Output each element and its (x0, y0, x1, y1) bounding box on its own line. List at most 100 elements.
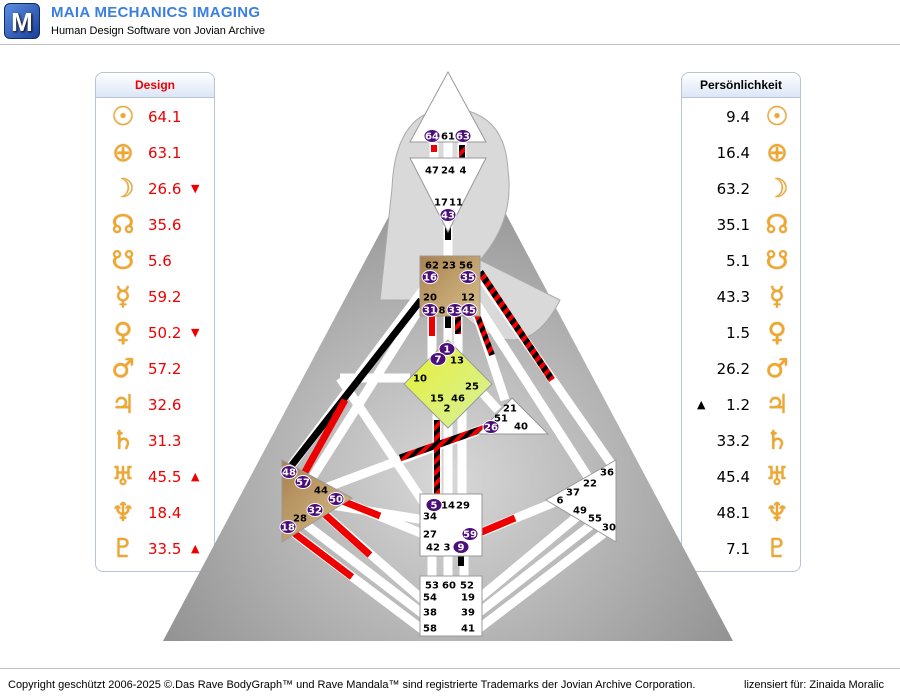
gate-45[interactable]: 45 (462, 306, 476, 317)
gate-37[interactable]: 37 (566, 488, 580, 499)
planet-row: ☋5.1 (682, 243, 800, 279)
venus-icon: ♀ (767, 318, 787, 348)
gate-35[interactable]: 35 (461, 273, 475, 284)
active-gate-marker (460, 303, 478, 317)
gate-21[interactable]: 21 (503, 404, 517, 415)
gate-55[interactable]: 55 (588, 514, 602, 525)
gate-57[interactable]: 57 (296, 478, 310, 489)
gate-62[interactable]: 62 (425, 261, 439, 272)
gate-17[interactable]: 17 (434, 198, 448, 209)
gate-14[interactable]: 14 (441, 501, 455, 512)
gate-48[interactable]: 48 (282, 468, 296, 479)
gate-63[interactable]: 63 (456, 132, 470, 143)
planet-row: ♃32.6 (96, 387, 214, 423)
gate-20[interactable]: 20 (423, 293, 437, 304)
earth-icon: ⊕ (112, 138, 134, 168)
gate-16[interactable]: 16 (423, 273, 437, 284)
gate-12[interactable]: 12 (461, 293, 475, 304)
active-gate-marker (294, 475, 312, 489)
gate-54[interactable]: 54 (423, 593, 437, 604)
exalted-arrow-icon: ▲ (191, 542, 200, 555)
north-node-icon: ☊ (111, 210, 135, 240)
planet-row: ☊35.6 (96, 207, 214, 243)
gate-56[interactable]: 56 (459, 261, 473, 272)
gate-52[interactable]: 52 (460, 581, 474, 592)
gate-line-value: 45.4 (716, 468, 750, 486)
planet-row: ♄33.2 (682, 423, 800, 459)
gate-44[interactable]: 44 (314, 486, 328, 497)
gate-19[interactable]: 19 (461, 593, 475, 604)
gate-line-value: 26.6 (148, 180, 182, 198)
gate-line-value: 33.5 (148, 540, 182, 558)
planet-row: ☿59.2 (96, 279, 214, 315)
gate-32[interactable]: 32 (308, 506, 322, 517)
gate-9[interactable]: 9 (458, 543, 465, 554)
planet-row: ☊35.1 (682, 207, 800, 243)
gate-60[interactable]: 60 (442, 581, 456, 592)
gate-15[interactable]: 15 (430, 394, 444, 405)
gate-43[interactable]: 43 (441, 211, 455, 222)
gate-5[interactable]: 5 (431, 501, 438, 512)
gate-58[interactable]: 58 (423, 624, 437, 635)
gate-8[interactable]: 8 (439, 306, 446, 317)
gate-33[interactable]: 33 (448, 306, 462, 317)
planet-row: ♇7.1 (682, 531, 800, 567)
gate-47[interactable]: 47 (425, 166, 439, 177)
active-gate-marker (454, 129, 472, 143)
gate-41[interactable]: 41 (461, 624, 475, 635)
mars-icon: ♂ (111, 354, 135, 384)
gate-28[interactable]: 28 (293, 514, 307, 525)
gate-36[interactable]: 36 (600, 468, 614, 479)
gate-line-value: 5.1 (726, 252, 750, 270)
gate-1[interactable]: 1 (444, 345, 451, 356)
gate-53[interactable]: 53 (425, 581, 439, 592)
moon-icon: ☽ (111, 174, 135, 204)
planet-row: ♂26.2 (682, 351, 800, 387)
gate-27[interactable]: 27 (423, 530, 437, 541)
license-text: lizensiert für: Zinaida Moralic (744, 679, 884, 691)
gate-40[interactable]: 40 (514, 422, 528, 433)
gate-7[interactable]: 7 (435, 355, 442, 366)
gate-line-value: 45.5 (148, 468, 182, 486)
gate-49[interactable]: 49 (573, 506, 587, 517)
gate-10[interactable]: 10 (413, 374, 427, 385)
gate-64[interactable]: 64 (425, 132, 439, 143)
planet-row: ☿43.3 (682, 279, 800, 315)
gate-25[interactable]: 25 (465, 382, 479, 393)
gate-50[interactable]: 50 (329, 495, 343, 506)
gate-4[interactable]: 4 (460, 166, 467, 177)
active-gate-marker (482, 420, 500, 434)
gate-23[interactable]: 23 (442, 261, 456, 272)
personality-panel: Persönlichkeit ☉9.4⊕16.4☽63.2☊35.1☋5.1☿4… (681, 72, 801, 572)
gate-34[interactable]: 34 (423, 512, 437, 523)
gate-29[interactable]: 29 (456, 501, 470, 512)
app-title: MAIA MECHANICS IMAGING (51, 4, 261, 21)
gate-39[interactable]: 39 (461, 608, 475, 619)
gate-24[interactable]: 24 (441, 166, 455, 177)
gate-51[interactable]: 51 (494, 414, 508, 425)
gate-38[interactable]: 38 (423, 608, 437, 619)
gate-31[interactable]: 31 (423, 306, 437, 317)
gate-13[interactable]: 13 (450, 356, 464, 367)
personality-panel-title: Persönlichkeit (682, 73, 800, 98)
gate-30[interactable]: 30 (602, 523, 616, 534)
jupiter-icon: ♃ (111, 390, 135, 420)
gate-61[interactable]: 61 (441, 132, 455, 143)
gate-11[interactable]: 11 (449, 198, 463, 209)
active-gate-marker (306, 503, 324, 517)
active-gate-marker (461, 527, 479, 541)
gate-59[interactable]: 59 (463, 530, 477, 541)
gate-line-value: 31.3 (148, 432, 182, 450)
gate-22[interactable]: 22 (583, 479, 597, 490)
mercury-icon: ☿ (115, 282, 131, 312)
gate-18[interactable]: 18 (281, 523, 295, 534)
exalted-arrow-icon: ▲ (191, 470, 200, 483)
sun-icon: ☉ (111, 102, 135, 132)
gate-6[interactable]: 6 (557, 496, 564, 507)
gate-46[interactable]: 46 (451, 394, 465, 405)
planet-row: ☉9.4 (682, 99, 800, 135)
gate-2[interactable]: 2 (444, 404, 451, 415)
gate-3[interactable]: 3 (444, 543, 451, 554)
gate-42[interactable]: 42 (426, 543, 440, 554)
gate-26[interactable]: 26 (484, 423, 498, 434)
